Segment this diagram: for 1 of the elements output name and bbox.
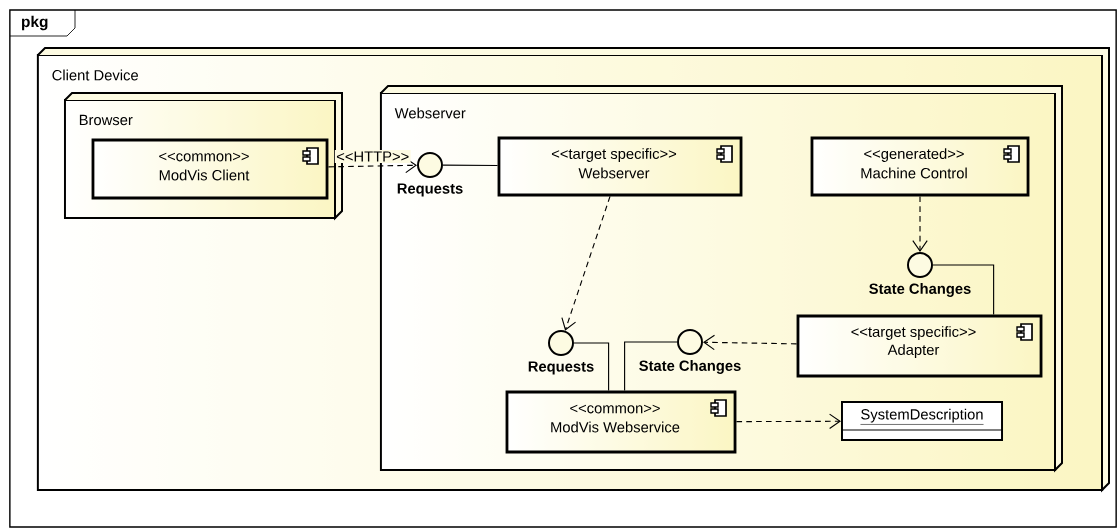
frame-label: pkg: [9, 9, 76, 37]
